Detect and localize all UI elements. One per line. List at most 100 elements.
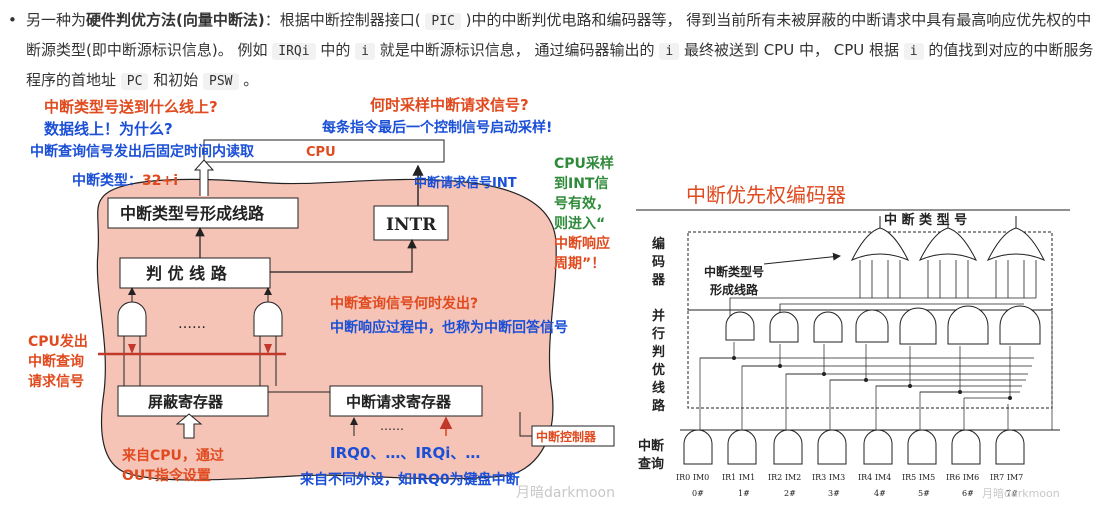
or-gate-2 — [918, 227, 978, 261]
type-former-box — [107, 197, 299, 229]
svg-text:IR5 IM5: IR5 IM5 — [902, 473, 935, 482]
encoder-side-label: 编 码 器 — [651, 236, 666, 288]
cpu-issue-note: CPU发出 中断查询 请求信号 — [28, 333, 88, 390]
input-and-gates — [683, 429, 1025, 465]
svg-text:行: 行 — [651, 326, 665, 342]
svg-text:IR4 IM4: IR4 IM4 — [858, 473, 891, 482]
from-devices: 来自不同外设，如IRQ0为键盘中断 — [299, 471, 520, 488]
para-text-6: 的值找到对应的中断服务程序的首地址 — [26, 41, 1094, 89]
q-sample: 何时采样中断请求信号? — [370, 96, 529, 114]
query-arrow-left — [128, 344, 136, 354]
former-pointer — [763, 252, 841, 265]
int-signal-label: 中断请求信号INT — [414, 175, 517, 191]
para-text-7: 和初始 — [153, 71, 199, 89]
svg-text:2#: 2# — [784, 489, 796, 498]
code-pic: PIC — [425, 13, 461, 30]
svg-text:中断查询: 中断查询 — [28, 353, 84, 370]
type-header: 中 断 类 型 号 — [884, 212, 967, 228]
out-instruction-arrow — [175, 413, 203, 439]
svg-text:7#: 7# — [1006, 489, 1018, 498]
para-text-5: 最终被送到 CPU 中， CPU 根据 — [683, 41, 900, 59]
wire-junctions — [732, 356, 1012, 400]
former-label: 中断类型号 形成线路 — [704, 264, 764, 297]
code-irqi: IRQi — [272, 43, 316, 60]
para-bold: 硬件判优方法(向量中断法) — [86, 11, 265, 29]
para-text-3: 中的 — [320, 41, 351, 59]
q-type-line: 中断类型号送到什么线上? — [44, 98, 218, 116]
svg-text:路: 路 — [652, 398, 666, 414]
and-gate-left — [117, 301, 147, 337]
svg-text:线: 线 — [652, 380, 665, 396]
svg-text:IR1 IM1: IR1 IM1 — [722, 473, 755, 482]
code-pc: PC — [120, 73, 149, 90]
priority-to-intr-arrow — [270, 238, 417, 273]
parallel-and-gates — [725, 305, 1041, 345]
gates-dots: …… — [178, 316, 206, 332]
svg-text:CPU发出: CPU发出 — [28, 333, 88, 350]
input-numbers: 0# 1# 2# 3# 4# 5# 6# 7# — [692, 489, 1018, 498]
and-gate-right — [253, 301, 283, 337]
type-value: 32+i — [142, 173, 178, 189]
from-cpu-1: 来自CPU，通过 — [121, 447, 224, 464]
mask-register-label: 屏蔽寄存器 — [148, 393, 224, 411]
svg-text:4#: 4# — [874, 489, 886, 498]
code-psw: PSW — [203, 73, 239, 90]
svg-text:周期”！: 周期”！ — [554, 256, 605, 272]
intr-label: INTR — [386, 215, 437, 235]
para-intro: 另一种为 — [26, 11, 87, 29]
type-bus-arrow — [193, 159, 215, 196]
svg-text:3#: 3# — [828, 489, 840, 498]
svg-text:5#: 5# — [918, 489, 930, 498]
q-query: 中断查询信号何时发出? — [330, 295, 478, 312]
mask-register-box — [117, 385, 269, 417]
interrupt-controller-diagram: CPU 中断类型号送到什么线上? 数据线上！为什么? 中断查询信号发出后固定时间… — [28, 96, 615, 488]
svg-text:CPU采样: CPU采样 — [554, 155, 614, 172]
input-labels: IR0 IM0 IR1 IM1 IR2 IM2 IR3 IM3 IR4 IM4 … — [676, 473, 1023, 482]
svg-text:IR3 IM3: IR3 IM3 — [812, 473, 845, 482]
svg-text:1#: 1# — [738, 489, 750, 498]
svg-text:优: 优 — [652, 362, 665, 378]
svg-text:请求信号: 请求信号 — [28, 373, 84, 390]
svg-text:IR2 IM2: IR2 IM2 — [768, 473, 801, 482]
svg-text:则进入“: 则进入“ — [554, 215, 605, 232]
request-register-label: 中断请求寄存器 — [346, 393, 452, 411]
query-arrow-right — [264, 344, 272, 354]
cpu-label: CPU — [306, 145, 336, 160]
svg-text:器: 器 — [651, 273, 666, 288]
irq-inputs: IRQ0、…、IRQi、… — [330, 444, 480, 462]
a-read-fixed: 中断查询信号发出后固定时间内读取 — [30, 143, 255, 160]
request-register-box — [329, 385, 483, 417]
controller-label-box — [531, 425, 615, 447]
encoder-title: 中断优先权编码器 — [686, 183, 846, 207]
query-side-label: 中断 查询 — [637, 438, 664, 472]
svg-text:IR6 IM6: IR6 IM6 — [946, 473, 979, 482]
priority-label: 判 优 线 路 — [146, 264, 228, 283]
watermark-1: 月暗darkmoon — [516, 485, 615, 501]
code-i-1: i — [355, 43, 375, 60]
para-text-2: )中的中断判优电路和编码器等， 得到当前所有未被屏蔽的中断请求中具有最高响应优先… — [26, 11, 1092, 59]
priority-encoder-diagram: 中断优先权编码器 中 断 类 型 号 编 码 器 并 行 判 优 线 路 中断 … — [636, 183, 1070, 498]
svg-text:码: 码 — [652, 255, 665, 270]
from-cpu-2: OUT指令设置 — [122, 467, 211, 484]
svg-text:编: 编 — [652, 236, 665, 252]
code-i-3: i — [903, 43, 924, 60]
or-gate-3 — [986, 227, 1046, 261]
code-i-2: i — [659, 43, 680, 60]
priority-wires — [699, 314, 1053, 430]
svg-text:号有效，: 号有效， — [554, 195, 610, 212]
para-text-4: 就是中断源标识信息， 通过编码器输出的 — [379, 41, 655, 59]
description-paragraph: • 另一种为硬件判优方法(向量中断法)：根据中断控制器接口( PIC )中的中断… — [8, 6, 1096, 96]
a-sample: 每条指令最后一个控制信号启动采样! — [322, 119, 552, 136]
controller-pointer — [519, 412, 532, 437]
para-text-1: ：根据中断控制器接口( — [264, 11, 421, 29]
watermark-2: 月暗darkmoon — [982, 487, 1060, 500]
cpu-sample-note: CPU采样 到INT信 号有效， 则进入“ 中断响应 周期”！ — [554, 155, 614, 272]
type-label: 中断类型：32+i — [72, 172, 178, 189]
cpu-box — [203, 139, 445, 163]
para-text-8: 。 — [243, 71, 259, 89]
or-gate-1 — [850, 227, 910, 261]
irq-dots: …… — [380, 419, 404, 433]
svg-text:中断类型号: 中断类型号 — [704, 264, 764, 279]
svg-text:0#: 0# — [692, 489, 704, 498]
